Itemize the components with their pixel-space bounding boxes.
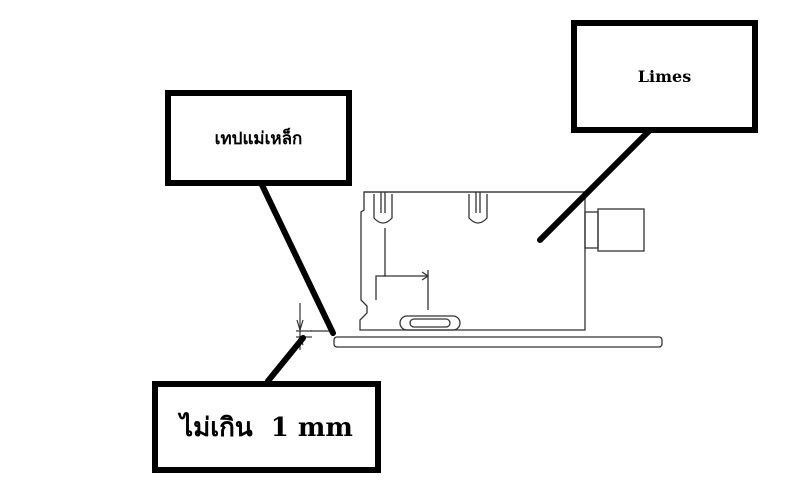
tape-leader-line [259, 182, 336, 336]
leader-lines [259, 127, 653, 384]
limes-callout-box: Limes [571, 20, 758, 133]
limit-switch-shaft [584, 208, 645, 252]
magnetic-tape-strip [310, 330, 663, 348]
limes-label: Limes [637, 67, 692, 86]
gap-leader-line [265, 335, 306, 384]
limit-switch-body [359, 191, 586, 331]
max-gap-callout-box: ไม่เกิน 1 mm [152, 381, 381, 473]
magnetic-tape-label: เทปแม่เหล็ก [214, 128, 303, 149]
limes-leader-line [537, 127, 653, 243]
magnetic-tape-callout-box: เทปแม่เหล็ก [165, 90, 352, 186]
max-gap-label: ไม่เกิน 1 mm [180, 412, 353, 443]
